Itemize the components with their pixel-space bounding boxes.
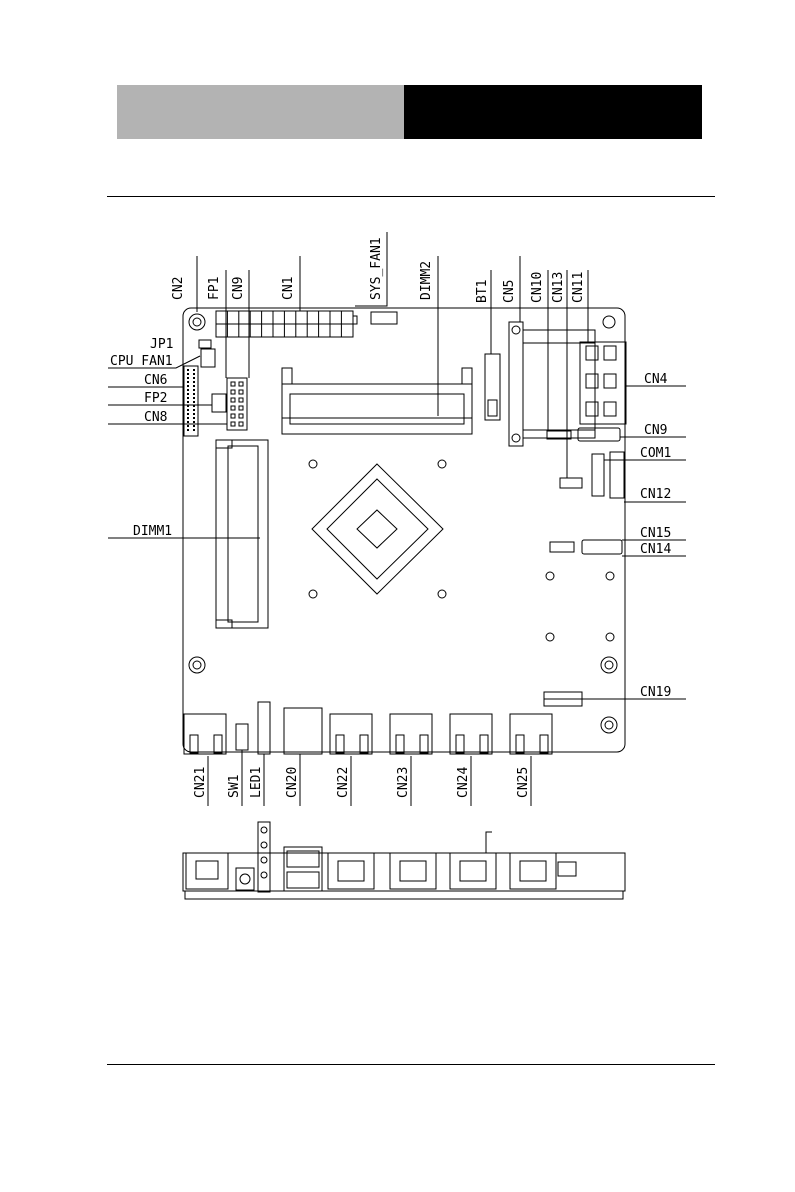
label-cn10: CN10 xyxy=(530,272,545,303)
rear-io-panel xyxy=(183,822,625,899)
sys-fan1-connector xyxy=(371,312,397,324)
label-jp1: JP1 xyxy=(150,337,173,352)
label-cn22: CN22 xyxy=(336,767,351,798)
com1-header xyxy=(592,454,604,496)
mounting-holes xyxy=(189,314,617,733)
label-cn13: CN13 xyxy=(551,272,566,303)
cn1-connector xyxy=(216,311,357,337)
cn15-connector xyxy=(550,542,574,552)
label-fp2: FP2 xyxy=(144,391,167,406)
label-cn21: CN21 xyxy=(193,767,208,798)
label-cn8: CN8 xyxy=(144,410,167,425)
label-cn9-right: CN9 xyxy=(644,423,667,438)
front-panel-headers xyxy=(212,378,247,430)
label-dimm1: DIMM1 xyxy=(133,524,172,539)
dimm2-slot xyxy=(282,368,472,434)
cn5-minicard xyxy=(509,322,595,446)
label-fp1: FP1 xyxy=(207,277,222,300)
label-sys-fan1: SYS_FAN1 xyxy=(369,237,384,300)
label-bt1: BT1 xyxy=(475,280,490,303)
cn6-header xyxy=(184,366,198,436)
label-cn2: CN2 xyxy=(171,277,186,300)
label-cpu-fan1: CPU_FAN1 xyxy=(110,354,173,369)
label-cn20: CN20 xyxy=(285,767,300,798)
label-cn5: CN5 xyxy=(502,280,517,303)
label-cn6: CN6 xyxy=(144,373,167,388)
cn13-header xyxy=(560,478,582,488)
label-cn9-top: CN9 xyxy=(231,277,246,300)
label-cn23: CN23 xyxy=(396,767,411,798)
label-com1: COM1 xyxy=(640,446,671,461)
label-cn15: CN15 xyxy=(640,526,671,541)
label-cn12: CN12 xyxy=(640,487,671,502)
label-cn19: CN19 xyxy=(640,685,671,700)
label-cn14: CN14 xyxy=(640,542,671,557)
cn12-header xyxy=(610,452,624,498)
label-cn4: CN4 xyxy=(644,372,668,387)
cpu-socket xyxy=(312,464,443,594)
label-led1: LED1 xyxy=(249,767,264,798)
cn4-connector xyxy=(580,342,626,424)
jp1-jumper xyxy=(199,340,211,348)
cpu-fan1-connector xyxy=(201,349,215,367)
label-cn11: CN11 xyxy=(571,272,586,303)
board-edge-io xyxy=(184,702,552,754)
label-dimm2: DIMM2 xyxy=(419,261,434,300)
label-cn1: CN1 xyxy=(281,277,296,300)
label-sw1: SW1 xyxy=(227,775,242,798)
label-cn24: CN24 xyxy=(456,767,471,798)
cn14-sata xyxy=(582,540,622,554)
dimm1-slot xyxy=(216,440,268,628)
bt1-battery xyxy=(485,354,500,420)
cn19-m2 xyxy=(544,692,582,706)
label-cn25: CN25 xyxy=(516,767,531,798)
